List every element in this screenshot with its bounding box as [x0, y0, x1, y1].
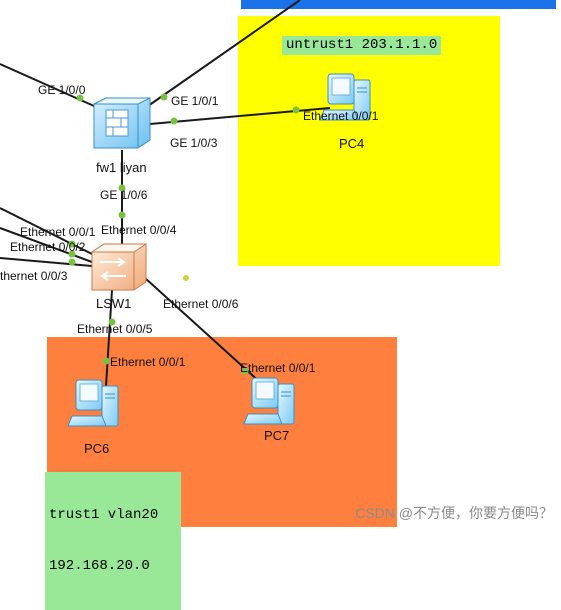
port-label-eth005: Ethernet 0/0/5: [77, 322, 153, 336]
port-label-eth001: Ethernet 0/0/1: [20, 225, 96, 239]
pc7-label: PC7: [264, 428, 290, 443]
port-label-eth002: Ethernet 0/0/2: [10, 240, 86, 254]
link-fw-ge101: [147, 0, 301, 107]
port-label-ge100: GE 1/0/0: [38, 83, 86, 97]
firewall-icon[interactable]: [93, 97, 151, 149]
switch-icon[interactable]: [90, 243, 148, 291]
port-dot: [118, 211, 126, 219]
trust-zone-label-line1: trust1 vlan20: [49, 507, 159, 523]
port-label-pc4-eth: Ethernet 0/0/1: [303, 109, 379, 123]
link-sw-pc6: [105, 289, 113, 387]
port-label-pc7-eth: Ethernet 0/0/1: [240, 361, 316, 375]
port-dot: [183, 275, 189, 281]
untrust-zone: [238, 16, 500, 266]
links-layer: [0, 0, 371, 427]
link-fw-pc4: [149, 107, 331, 125]
port-label-ge106: GE 1/0/6: [100, 188, 148, 202]
port-dot: [170, 117, 178, 125]
port-dot: [76, 94, 84, 102]
port-dot: [292, 106, 300, 114]
untrust-zone-label: untrust1 203.1.1.0: [282, 36, 442, 55]
port-label-ge103: GE 1/0/3: [170, 136, 218, 150]
port-label-eth006: Ethernet 0/0/6: [163, 297, 239, 311]
firewall-label: fw1 liyan: [96, 160, 147, 175]
watermark: CSDN @不方便，你要方便吗？: [355, 505, 553, 521]
top-zone-edge: [241, 0, 556, 9]
port-dot: [68, 240, 76, 248]
pc7-icon[interactable]: [243, 377, 295, 425]
link-sw-eth001: [0, 207, 93, 255]
port-label-eth004: Ethernet 0/0/4: [101, 223, 177, 237]
port-dot: [241, 367, 249, 375]
port-dot: [118, 184, 126, 192]
trust-zone-label-line2: 192.168.20.0: [49, 558, 150, 574]
port-label-pc6-eth: Ethernet 0/0/1: [110, 355, 186, 369]
port-dot: [102, 357, 110, 365]
pc6-icon[interactable]: [67, 379, 119, 427]
trust-zone-label: trust1 vlan20 192.168.20.0: [45, 472, 181, 610]
port-label-ge101: GE 1/0/1: [171, 94, 219, 108]
switch-label: LSW1: [96, 296, 132, 311]
port-dot: [160, 93, 168, 101]
link-sw-eth003: [0, 257, 93, 267]
pc4-label: PC4: [339, 136, 365, 151]
port-dot: [68, 250, 76, 258]
port-dot: [68, 258, 76, 266]
link-sw-eth002: [0, 227, 93, 263]
pc6-label: PC6: [84, 441, 110, 456]
port-label-eth003: thernet 0/0/3: [0, 269, 68, 283]
link-sw-pc7: [144, 277, 263, 385]
port-dot: [108, 318, 116, 326]
